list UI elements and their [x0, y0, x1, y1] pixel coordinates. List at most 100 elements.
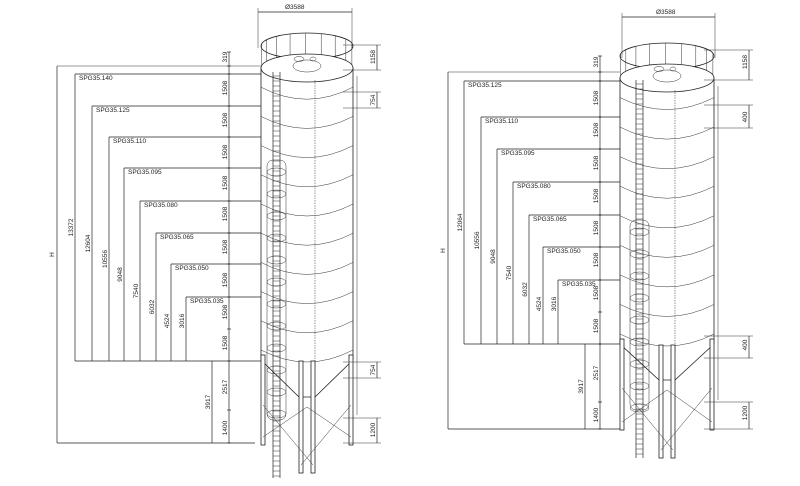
total-height-label: H: [49, 252, 56, 257]
diameter-label: Ø3588: [285, 4, 305, 11]
base-height-value: 3917: [578, 379, 585, 394]
model-label: SPG35.125: [96, 107, 130, 114]
cage-hoop: [629, 403, 650, 413]
shell-ring: [619, 215, 715, 228]
cage-hoop: [629, 293, 650, 303]
shell-ring: [260, 291, 354, 304]
cage-hoop: [266, 211, 287, 221]
cage-hoop: [629, 381, 650, 391]
chain-dimension-value: 2517: [222, 379, 229, 394]
roof-manhole: [292, 59, 322, 73]
model-height-value: 12064: [457, 213, 464, 231]
support-leg: [310, 360, 316, 474]
ladder-cage: [629, 219, 650, 411]
silo-body: [260, 32, 358, 478]
chain-dimension-value: 1508: [222, 272, 229, 287]
roof-manhole: [652, 69, 682, 83]
chain-dimension-value: 1508: [222, 144, 229, 159]
cage-hoop: [266, 299, 287, 309]
chain-dimension-value: 1508: [222, 206, 229, 221]
side-dimension-value: 1200: [742, 405, 749, 420]
model-label: SPG35.140: [79, 75, 113, 82]
side-dimension-value: 400: [742, 111, 749, 122]
model-height-value: 4524: [536, 296, 543, 311]
cage-hoop: [266, 387, 287, 397]
shell-ring: [619, 97, 715, 110]
cage-hoop: [266, 409, 287, 419]
model-label: SPG35.125: [468, 82, 502, 89]
cage-hoop: [266, 233, 287, 243]
chain-dimension-value: 1508: [222, 335, 229, 350]
shell-ring: [260, 262, 354, 275]
shell-ring: [260, 86, 354, 100]
model-label: SPG35.050: [547, 248, 581, 255]
shell-ring: [619, 126, 715, 140]
chain-dimension-value: 1400: [222, 420, 229, 435]
model-height-value: 7540: [506, 265, 513, 280]
model-label: SPG35.065: [533, 216, 567, 223]
side-dimension-value: 754: [370, 94, 377, 105]
total-height-label: H: [440, 248, 447, 253]
cage-hoop: [266, 255, 287, 265]
model-height-value: 9048: [117, 267, 124, 282]
chain-dimension-value: 1508: [593, 252, 600, 267]
model-label: SPG35.095: [501, 150, 535, 157]
cage-hoop: [266, 189, 287, 199]
chain-dimension-value: 1508: [222, 80, 229, 95]
silo-body: [619, 42, 719, 459]
side-dimension-value: 1200: [370, 422, 377, 437]
cage-hoop: [629, 359, 650, 369]
shell-ring: [260, 203, 354, 217]
chain-dimension-value: 1508: [222, 239, 229, 254]
silo-shell: [260, 67, 354, 398]
chain-dimension-value: 1508: [593, 220, 600, 235]
right-silo-drawing: Ø3588HSPG35.12512064SPG35.11010556SPG35.…: [440, 9, 753, 459]
silo-roof: [260, 53, 354, 83]
cage-hoop: [266, 167, 287, 177]
model-height-value: 13372: [68, 218, 75, 236]
model-label: SPG35.110: [113, 138, 147, 145]
shell-ring: [619, 185, 715, 199]
model-height-value: 10556: [102, 250, 109, 268]
model-label: SPG35.080: [517, 183, 551, 190]
model-height-value: 12604: [85, 234, 92, 252]
chain-dimension-value: 1508: [222, 304, 229, 319]
cage-hoop: [629, 249, 650, 259]
side-dimension-value: 1158: [742, 55, 749, 69]
shell-ring: [260, 174, 354, 188]
side-dimension-value: 1158: [370, 50, 377, 64]
silo-shell: [619, 77, 715, 381]
cage-hoop: [629, 337, 650, 347]
cage-hoop: [266, 343, 287, 353]
chain-dimension-value: 1508: [593, 122, 600, 137]
chain-dimension-value: 1508: [593, 318, 600, 333]
support-leg: [619, 338, 625, 431]
cage-hoop: [266, 277, 287, 287]
model-height-value: 3016: [551, 296, 558, 311]
model-label: SPG35.080: [144, 202, 178, 209]
model-label: SPG35.095: [128, 169, 162, 176]
support-leg: [260, 354, 266, 446]
support-leg: [670, 344, 676, 459]
leg-bracing: [262, 404, 352, 466]
chain-dimension-value: 1508: [222, 112, 229, 127]
shell-ring: [260, 349, 354, 363]
model-label: SPG35.110: [485, 118, 519, 125]
model-height-value: 6032: [522, 282, 529, 297]
base-height-value: 3917: [205, 394, 212, 409]
shell-ring: [260, 145, 354, 158]
chain-dimension-value: 1508: [593, 155, 600, 170]
model-height-value: 9048: [490, 249, 497, 264]
model-label: SPG35.065: [160, 234, 194, 241]
cage-hoop: [629, 315, 650, 325]
chain-dimension-value: 319: [593, 56, 600, 67]
support-leg: [658, 344, 664, 459]
support-leg: [298, 360, 304, 474]
chain-dimension-value: 2517: [593, 365, 600, 380]
support-leg: [348, 354, 354, 446]
roof-vent: [309, 56, 317, 62]
shell-ring: [619, 156, 715, 169]
model-height-value: 4524: [164, 313, 171, 328]
roof-vent: [293, 56, 305, 62]
